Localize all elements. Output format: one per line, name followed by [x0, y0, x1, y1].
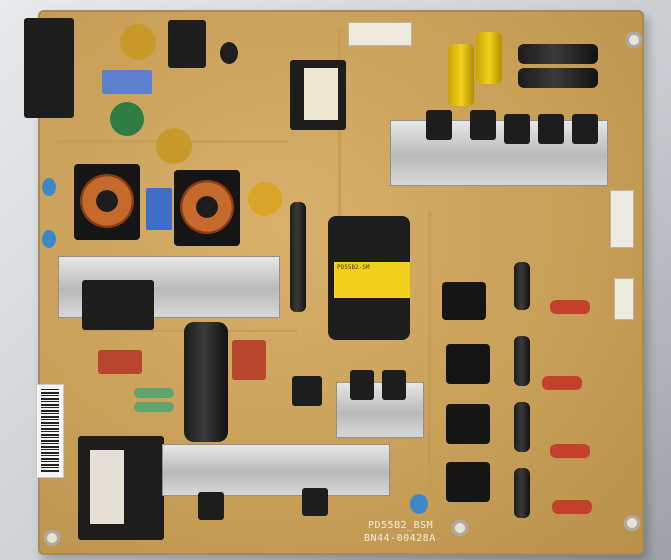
- y-capacitor: [248, 182, 282, 216]
- heatsink: [162, 444, 390, 496]
- pcb-board: PD55B2-SM PD55B2_BSM BN44-00428A: [24, 10, 644, 555]
- bulk-capacitor: [184, 322, 228, 442]
- electrolytic-capacitor: [518, 44, 598, 64]
- barcode: [41, 389, 59, 473]
- electrolytic-capacitor: [514, 262, 530, 310]
- x-capacitor: [102, 70, 152, 94]
- pcb-trace: [338, 30, 341, 330]
- bridge-rectifier: [82, 280, 154, 330]
- electrolytic-capacitor: [514, 468, 530, 518]
- ceramic-capacitor: [42, 178, 56, 196]
- power-transistor: [198, 492, 224, 520]
- output-inductor: [446, 344, 490, 384]
- x-capacitor: [146, 188, 172, 230]
- pcb-trace: [428, 210, 431, 490]
- power-transistor: [302, 488, 328, 516]
- power-transistor: [538, 114, 564, 144]
- film-capacitor-red: [98, 350, 142, 374]
- film-capacitor: [448, 44, 474, 106]
- varistor: [120, 24, 156, 60]
- mounting-hole: [626, 32, 642, 48]
- transformer-sticker: PD55B2-SM: [334, 262, 410, 298]
- mounting-hole: [452, 520, 468, 536]
- power-transistor: [426, 110, 452, 140]
- power-transistor: [572, 114, 598, 144]
- electrolytic-capacitor: [290, 202, 306, 312]
- barcode-sticker: [36, 384, 64, 478]
- small-inductor: [292, 376, 322, 406]
- power-transistor: [350, 370, 374, 400]
- output-inductor: [446, 462, 490, 502]
- film-capacitor: [476, 32, 502, 84]
- ac-input-connector: [24, 18, 74, 118]
- silkscreen-model-line2: BN44-00428A: [364, 533, 436, 544]
- resistor: [550, 444, 590, 458]
- resistor: [552, 500, 592, 514]
- ceramic-capacitor: [410, 494, 428, 514]
- transformer-label: [304, 68, 338, 120]
- electrolytic-capacitor: [514, 402, 530, 452]
- resistor: [550, 300, 590, 314]
- mounting-hole: [624, 515, 640, 531]
- electrolytic-capacitor: [514, 336, 530, 386]
- resistor: [134, 402, 174, 412]
- power-transistor: [382, 370, 406, 400]
- power-transistor: [470, 110, 496, 140]
- electrolytic-capacitor: [518, 68, 598, 88]
- output-inductor: [446, 404, 490, 444]
- power-transistor: [504, 114, 530, 144]
- output-connector: [610, 190, 634, 248]
- film-capacitor-red: [232, 340, 266, 380]
- choke-winding: [80, 174, 134, 228]
- small-capacitor: [220, 42, 238, 64]
- choke-winding: [180, 180, 234, 234]
- relay: [168, 20, 206, 68]
- board-connector: [348, 22, 412, 46]
- component-marking: PD55B2-SM: [337, 264, 370, 271]
- resistor: [134, 388, 174, 398]
- thermistor: [110, 102, 144, 136]
- ceramic-capacitor: [42, 230, 56, 248]
- transformer-label: [90, 450, 124, 524]
- silkscreen-model-line1: PD55B2_BSM: [368, 520, 434, 531]
- mounting-hole: [44, 530, 60, 546]
- heatsink: [390, 120, 608, 186]
- y-capacitor: [156, 128, 192, 164]
- resistor: [542, 376, 582, 390]
- output-inductor: [442, 282, 486, 320]
- output-connector: [614, 278, 634, 320]
